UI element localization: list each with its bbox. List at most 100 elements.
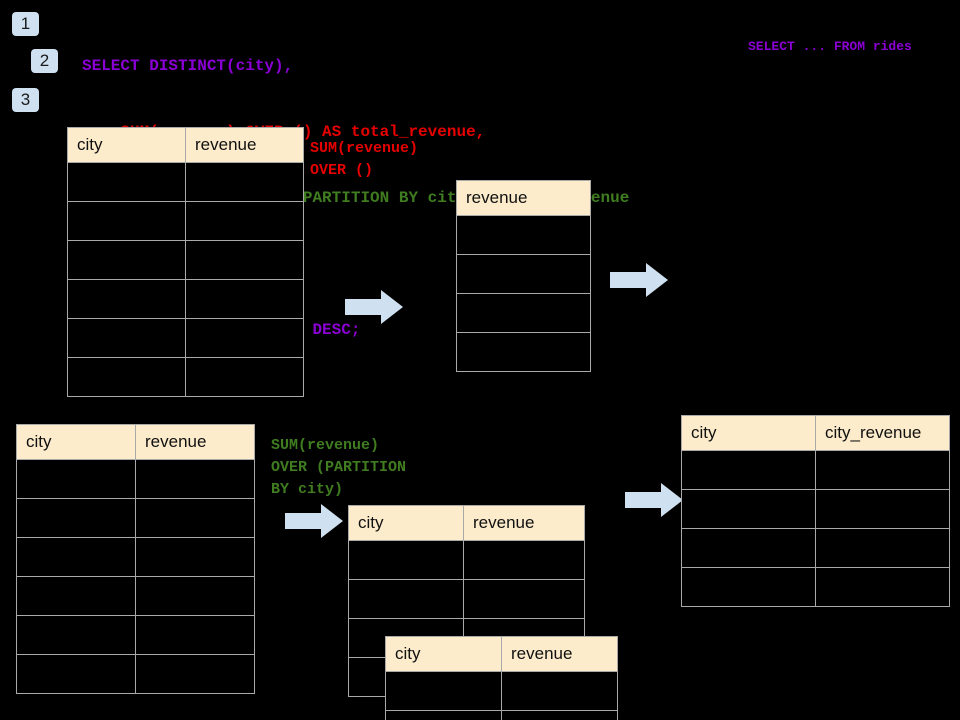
table-row <box>16 576 255 616</box>
arrow-total-to-result <box>610 263 668 297</box>
cell-revenue <box>185 240 304 280</box>
column-header-city: city <box>385 636 502 672</box>
cell-revenue <box>501 710 618 720</box>
arrow-source-to-total <box>345 290 403 324</box>
side-note-select-from-rides: SELECT ... FROM rides <box>748 39 912 54</box>
table-row <box>385 671 618 711</box>
table-row <box>16 459 255 499</box>
arrow-shaft <box>625 492 663 508</box>
table-row <box>16 615 255 655</box>
column-header-city: city <box>16 424 136 460</box>
table-row <box>67 240 304 280</box>
table-row <box>67 201 304 241</box>
column-header-city: city <box>348 505 464 541</box>
cell-city <box>348 540 464 580</box>
cell-revenue <box>185 357 304 397</box>
table-row <box>348 540 585 580</box>
column-header-revenue: revenue <box>501 636 618 672</box>
table-partition-front: city revenue <box>385 636 618 720</box>
cell-city <box>67 318 186 358</box>
cell-city <box>681 489 816 529</box>
table-row <box>67 279 304 319</box>
arrow-head <box>381 290 403 324</box>
cell-revenue <box>135 459 255 499</box>
table-row <box>348 579 585 619</box>
annotation-city-revenue: SUM(revenue) OVER (PARTITION BY city) <box>271 437 407 498</box>
cell-revenue <box>463 579 585 619</box>
table-source-top: city revenue <box>67 127 304 397</box>
table-row <box>67 162 304 202</box>
cell-city <box>16 459 136 499</box>
cell-revenue <box>185 279 304 319</box>
column-header-revenue: revenue <box>456 180 591 216</box>
step-badge-1: 1 <box>12 12 39 36</box>
column-header-revenue: revenue <box>463 505 585 541</box>
cell-revenue <box>185 201 304 241</box>
arrow-partition-to-result <box>625 483 683 517</box>
cell-city <box>385 671 502 711</box>
table-row <box>16 537 255 577</box>
annotation-total-revenue: SUM(revenue) OVER () <box>310 140 419 179</box>
column-header-revenue: revenue <box>185 127 304 163</box>
cell-city <box>67 240 186 280</box>
cell-revenue <box>456 293 591 333</box>
arrow-shaft <box>345 299 383 315</box>
table-row <box>456 332 591 372</box>
step-badge-2: 2 <box>31 49 58 73</box>
table-result: city city_revenue <box>681 415 950 607</box>
cell-revenue <box>185 162 304 202</box>
cell-city <box>16 498 136 538</box>
cell-city <box>16 615 136 655</box>
table-header-row: city revenue <box>385 636 618 672</box>
cell-city <box>67 357 186 397</box>
cell-city <box>67 162 186 202</box>
cell-city <box>681 528 816 568</box>
cell-city <box>681 450 816 490</box>
table-total-revenue: revenue <box>456 180 591 372</box>
arrow-head <box>321 504 343 538</box>
cell-city <box>385 710 502 720</box>
cell-revenue <box>135 615 255 655</box>
cell-revenue <box>463 540 585 580</box>
sql-line-select: SELECT DISTINCT(city), <box>82 57 294 75</box>
cell-revenue <box>456 215 591 255</box>
table-source-bottom: city revenue <box>16 424 255 694</box>
cell-revenue <box>135 654 255 694</box>
cell-city <box>16 576 136 616</box>
cell-revenue <box>135 576 255 616</box>
table-row <box>16 498 255 538</box>
arrow-source-to-partition <box>285 504 343 538</box>
cell-revenue <box>456 254 591 294</box>
table-header-row: revenue <box>456 180 591 216</box>
table-header-row: city city_revenue <box>681 415 950 451</box>
arrow-shaft <box>610 272 648 288</box>
table-header-row: city revenue <box>67 127 304 163</box>
table-row <box>456 293 591 333</box>
cell-revenue <box>501 671 618 711</box>
cell-city <box>67 279 186 319</box>
table-row <box>67 318 304 358</box>
column-header-revenue: revenue <box>135 424 255 460</box>
column-header-city: city <box>681 415 816 451</box>
cell-city-revenue <box>815 567 950 607</box>
arrow-head <box>646 263 668 297</box>
cell-revenue <box>135 498 255 538</box>
cell-city <box>67 201 186 241</box>
arrow-shaft <box>285 513 323 529</box>
table-row <box>385 710 618 720</box>
table-row <box>456 215 591 255</box>
cell-revenue <box>456 332 591 372</box>
cell-revenue <box>185 318 304 358</box>
cell-city <box>348 579 464 619</box>
table-row <box>67 357 304 397</box>
table-row <box>16 654 255 694</box>
cell-revenue <box>135 537 255 577</box>
table-row <box>681 489 950 529</box>
table-partition-back: city revenue <box>348 505 585 697</box>
table-row <box>456 254 591 294</box>
table-header-row: city revenue <box>16 424 255 460</box>
cell-city <box>681 567 816 607</box>
cell-city <box>16 654 136 694</box>
cell-city-revenue <box>815 489 950 529</box>
